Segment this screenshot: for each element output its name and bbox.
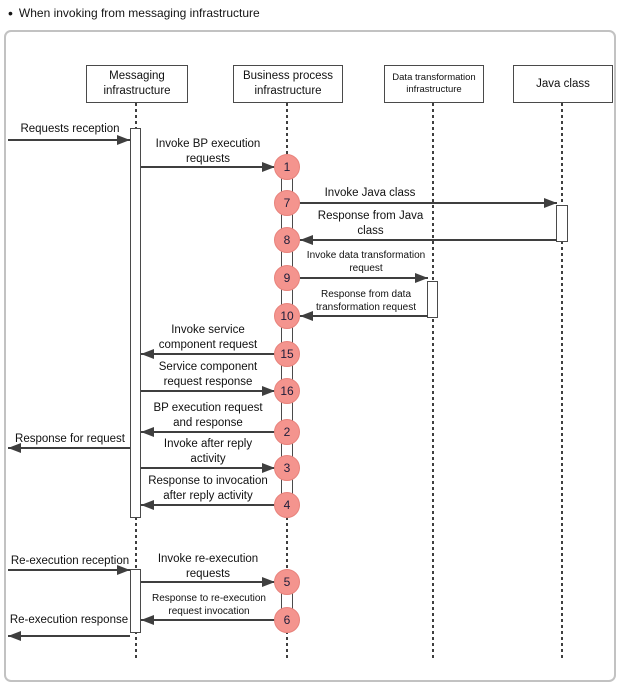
bullet-icon: • [8,5,13,21]
arrow-invoke-after-reply-activity [141,463,275,473]
step-circle-9: 9 [274,265,300,291]
label-re-execution-reception: Re-execution reception [10,555,130,567]
label-invoke-after-reply-activity: Invoke after reply activity [163,438,253,465]
arrow-invoke-service-component-request [141,349,275,359]
step-circle-10: 10 [274,303,300,329]
label-invoke-java-class: Invoke Java class [324,187,416,199]
step-circle-6: 6 [274,607,300,633]
arrow-response-to-invocation-after-reply [141,500,275,510]
activation-data-transformation [427,281,438,318]
diagram-frame [4,30,616,682]
arrow-response-to-re-execution-request [141,615,275,625]
actor-business-process-infrastructure: Business process infrastructure [233,65,343,103]
actor-java-class: Java class [513,65,613,103]
step-circle-4: 4 [274,492,300,518]
diagram-title: • When invoking from messaging infrastru… [8,6,260,20]
step-circle-8: 8 [274,227,300,253]
step-circle-15: 15 [274,341,300,367]
label-invoke-service-component-request: Invoke service component request [158,324,258,351]
label-requests-reception: Requests reception [20,123,120,135]
actor-messaging-infrastructure: Messaging infrastructure [86,65,188,103]
arrow-invoke-bp-execution-requests [141,162,275,172]
label-invoke-re-execution-requests: Invoke re-execution requests [157,553,259,580]
arrow-re-execution-reception [8,565,130,575]
label-service-component-request-response: Service component request response [158,361,258,388]
step-circle-7: 7 [274,190,300,216]
label-bp-execution-request-and-response: BP execution request and response [153,402,263,429]
label-re-execution-response: Re-execution response [9,614,129,626]
diagram-title-text: When invoking from messaging infrastruct… [18,6,260,20]
arrow-requests-reception [8,135,130,145]
activation-java-class [556,205,568,242]
arrow-invoke-java-class [300,198,557,208]
actor-data-transformation-infrastructure: Data transformation infrastructure [384,65,484,103]
arrow-bp-execution-request-and-response [141,427,275,437]
step-circle-5: 5 [274,569,300,595]
label-invoke-bp-execution-requests: Invoke BP execution requests [155,138,261,165]
activation-messaging-1 [130,128,141,518]
arrow-invoke-re-execution-requests [141,577,275,587]
arrow-re-execution-response [8,631,130,641]
arrow-service-component-request-response [141,386,275,396]
arrow-response-from-java-class [300,235,557,245]
activation-messaging-2 [130,569,141,633]
step-circle-16: 16 [274,378,300,404]
label-response-to-invocation-after-reply: Response to invocation after reply activ… [148,475,268,502]
label-response-from-java-class: Response from Java class [317,210,424,237]
lifeline-java-class [561,103,563,658]
arrow-invoke-data-transformation-request [300,273,428,283]
label-response-to-re-execution-request: Response to re-execution request invocat… [152,593,266,617]
step-circle-2: 2 [274,419,300,445]
label-invoke-data-transformation-request: Invoke data transformation request [306,250,426,274]
lifeline-data-transformation-infrastructure [432,103,434,658]
step-circle-3: 3 [274,455,300,481]
label-response-for-request: Response for request [15,433,125,445]
step-circle-1: 1 [274,154,300,180]
arrow-response-for-request [8,443,130,453]
label-response-from-data-transformation: Response from data transformation reques… [315,289,417,313]
arrow-response-from-data-transformation [300,311,428,321]
